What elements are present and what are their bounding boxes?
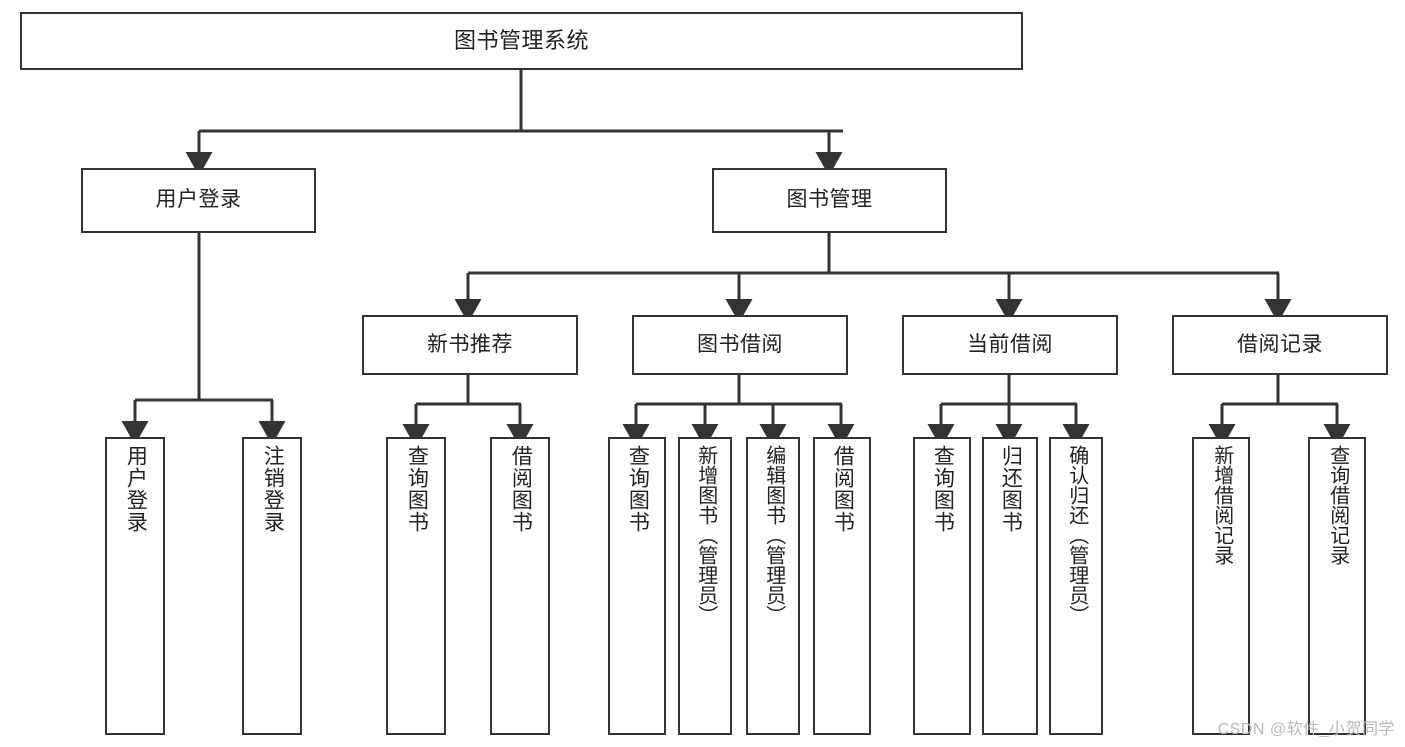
node-label: 当前借阅 bbox=[967, 332, 1053, 356]
node-leaf-edit-book-admin[interactable]: 编辑图书（管理员） bbox=[746, 437, 800, 735]
node-label: 借阅记录 bbox=[1237, 332, 1323, 356]
node-new-book-recommendation[interactable]: 新书推荐 bbox=[362, 315, 578, 375]
node-leaf-add-borrow-record[interactable]: 新增借阅记录 bbox=[1192, 437, 1250, 735]
node-leaf-confirm-return-admin[interactable]: 确认归还（管理员） bbox=[1049, 437, 1103, 735]
node-label: 借阅图书 bbox=[831, 445, 855, 533]
node-leaf-query-book-recommendation[interactable]: 查询图书 bbox=[386, 437, 446, 735]
node-label: 新书推荐 bbox=[427, 332, 513, 356]
watermark-text: CSDN @软件_小贺同学 bbox=[1217, 721, 1395, 738]
node-book-management[interactable]: 图书管理 bbox=[712, 168, 947, 233]
node-label: 查询图书 bbox=[626, 445, 650, 533]
node-current-borrowing[interactable]: 当前借阅 bbox=[902, 315, 1118, 375]
node-label: 用户登录 bbox=[124, 445, 148, 533]
node-leaf-user-logout[interactable]: 注销登录 bbox=[242, 437, 302, 735]
node-leaf-borrow-book-recommendation[interactable]: 借阅图书 bbox=[490, 437, 550, 735]
node-leaf-return-book[interactable]: 归还图书 bbox=[982, 437, 1038, 735]
node-label: 新增借阅记录 bbox=[1210, 445, 1233, 565]
node-label: 图书管理系统 bbox=[453, 28, 589, 54]
node-user-login[interactable]: 用户登录 bbox=[81, 168, 316, 233]
node-borrowing-record[interactable]: 借阅记录 bbox=[1172, 315, 1388, 375]
node-label: 确认归还（管理员） bbox=[1065, 445, 1088, 625]
node-label: 注销登录 bbox=[261, 445, 285, 533]
node-book-borrowing[interactable]: 图书借阅 bbox=[632, 315, 848, 375]
node-root-book-management-system[interactable]: 图书管理系统 bbox=[20, 12, 1023, 70]
node-label: 查询借阅记录 bbox=[1326, 445, 1349, 565]
node-leaf-add-book-admin[interactable]: 新增图书（管理员） bbox=[678, 437, 732, 735]
node-label: 归还图书 bbox=[999, 445, 1023, 533]
node-label: 借阅图书 bbox=[509, 445, 533, 533]
node-leaf-query-borrow-record[interactable]: 查询借阅记录 bbox=[1308, 437, 1366, 735]
node-label: 查询图书 bbox=[405, 445, 429, 533]
node-label: 图书借阅 bbox=[697, 332, 783, 356]
node-label: 新增图书（管理员） bbox=[694, 445, 717, 625]
node-leaf-query-book-borrow[interactable]: 查询图书 bbox=[608, 437, 666, 735]
node-label: 图书管理 bbox=[786, 188, 873, 212]
node-label: 编辑图书（管理员） bbox=[762, 445, 785, 625]
node-leaf-borrow-book[interactable]: 借阅图书 bbox=[813, 437, 871, 735]
node-leaf-query-book-current[interactable]: 查询图书 bbox=[913, 437, 971, 735]
node-label: 用户登录 bbox=[155, 188, 242, 212]
node-label: 查询图书 bbox=[931, 445, 955, 533]
node-leaf-user-login[interactable]: 用户登录 bbox=[105, 437, 165, 735]
